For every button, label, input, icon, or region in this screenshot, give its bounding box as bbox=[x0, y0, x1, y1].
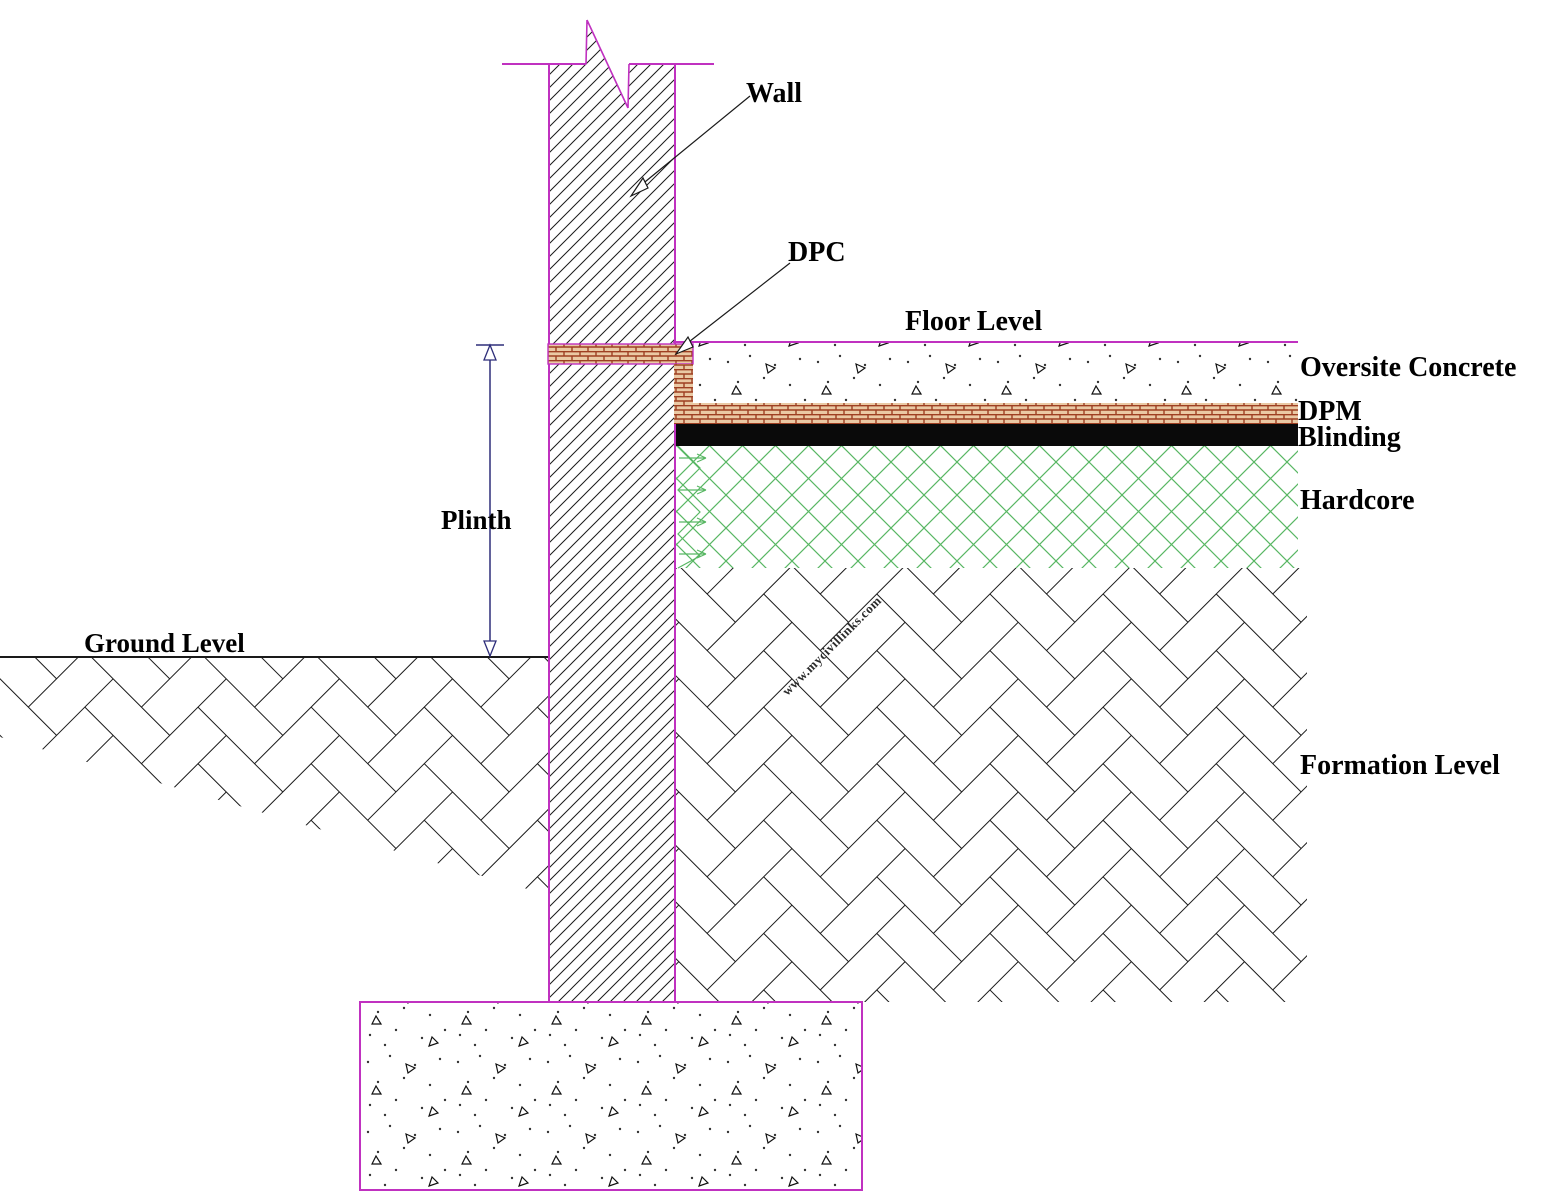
wall-label: Wall bbox=[746, 78, 803, 109]
blinding-label: Blinding bbox=[1298, 422, 1401, 453]
plinth-label: Plinth bbox=[441, 505, 512, 535]
dpc-leader-line bbox=[674, 262, 791, 356]
dimension-arrow-down bbox=[483, 640, 497, 658]
hardcore-layer bbox=[676, 445, 1298, 569]
floor-level-label: Floor Level bbox=[905, 306, 1043, 337]
formation-hatch-region bbox=[676, 568, 1307, 1002]
break-symbol bbox=[585, 19, 630, 109]
oversite-concrete-layer bbox=[693, 343, 1298, 403]
blinding-layer bbox=[676, 424, 1298, 446]
footing bbox=[359, 1001, 863, 1191]
dpc-layer bbox=[547, 343, 694, 424]
oversite-concrete-label: Oversite Concrete bbox=[1300, 352, 1517, 383]
wall bbox=[502, 19, 714, 1002]
dpm-layer bbox=[693, 403, 1298, 424]
dimension-arrow-up bbox=[483, 343, 497, 361]
formation-level-label: Formation Level bbox=[1300, 750, 1500, 781]
plinth-dimension bbox=[476, 343, 504, 658]
dpm-label: DPM bbox=[1298, 396, 1362, 427]
wall-leader-line bbox=[629, 95, 751, 198]
hardcore-edge-arrows bbox=[679, 453, 707, 559]
dpc-label: DPC bbox=[788, 237, 846, 268]
ground-earth-hatch-region bbox=[0, 658, 548, 895]
ground-level-label: Ground Level bbox=[84, 628, 245, 658]
hardcore-label: Hardcore bbox=[1300, 485, 1415, 516]
